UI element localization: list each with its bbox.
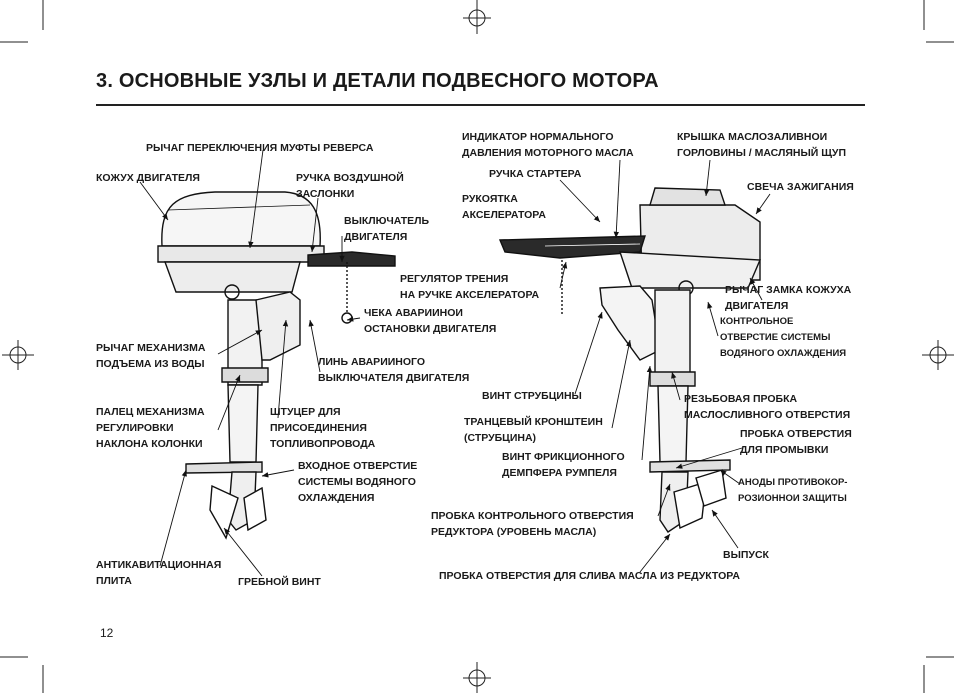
label-oil-drain-line1: РЕЗЬБОВАЯ ПРОБКА: [684, 393, 798, 405]
label-anticavitation-plate: АНТИКАВИТАЦИОННАЯ ПЛИТА: [96, 557, 221, 589]
label-starter: РУЧКА СТАРТЕРА: [489, 168, 582, 180]
label-friction-line1: РЕГУЛЯТОР ТРЕНИЯ: [400, 273, 509, 285]
label-gear-level: ПРОБКА КОНТРОЛЬНОГО ОТВЕРСТИЯ РЕДУКТОРА …: [431, 508, 634, 540]
label-flush-plug: ПРОБКА ОТВЕРСТИЯ ДЛЯ ПРОМЫВКИ: [740, 426, 852, 458]
label-tilt-pin-line3: НАКЛОНА КОЛОНКИ: [96, 438, 203, 450]
title-rule: [96, 104, 865, 106]
label-cowl: КОЖУХ ДВИГАТЕЛЯ: [96, 172, 200, 184]
label-plate-line1: АНТИКАВИТАЦИОННАЯ: [96, 559, 222, 571]
label-oil-indicator-line1: ИНДИКАТОР НОРМАЛЬНОГО: [462, 131, 614, 143]
label-tilt-pin-line1: ПАЛЕЦ МЕХАНИЗМА: [96, 406, 205, 418]
label-lanyard-line2: ВЫКЛЮЧАТЕЛЯ ДВИГАТЕЛЯ: [318, 372, 470, 384]
label-gear-level-line1: ПРОБКА КОНТРОЛЬНОГО ОТВЕРСТИЯ: [431, 510, 634, 522]
label-oil-cap-line2: ГОРЛОВИНЫ / МАСЛЯНЫЙ ЩУП: [677, 147, 847, 159]
right-motor-drawing: [498, 187, 762, 533]
label-exhaust: ВЫПУСК: [723, 549, 769, 561]
label-bracket-line2: (СТРУБЦИНА): [464, 432, 537, 444]
label-tilt-pin: ПАЛЕЦ МЕХАНИЗМА РЕГУЛИРОВКИ НАКЛОНА КОЛО…: [96, 404, 205, 452]
label-anodes: АНОДЫ ПРОТИВОКОР- РОЗИОННОИ ЗАЩИТЫ: [738, 475, 847, 507]
label-stop-switch-line2: ДВИГАТЕЛЯ: [344, 231, 408, 243]
label-choke-line1: РУЧКА ВОЗДУШНОЙ: [296, 172, 404, 184]
label-water-intake: ВХОДНОЕ ОТВЕРСТИЕ СИСТЕМЫ ВОДЯНОГО ОХЛАЖ…: [298, 458, 417, 506]
label-throttle: РУКОЯТКА АКСЕЛЕРАТОРА: [462, 191, 546, 223]
label-tiller-line1: ВИНТ ФРИКЦИОННОГО: [502, 451, 625, 463]
label-choke: РУЧКА ВОЗДУШНОЙ ЗАСЛОНКИ: [296, 170, 404, 202]
label-stop-clip: ЧЕКА АВАРИИНОИ ОСТАНОВКИ ДВИГАТЕЛЯ: [364, 305, 496, 337]
label-plate-line2: ПЛИТА: [96, 575, 132, 587]
label-stop-switch-line1: ВЫКЛЮЧАТЕЛЬ: [344, 215, 430, 227]
label-oil-indicator: ИНДИКАТОР НОРМАЛЬНОГО ДАВЛЕНИЯ МОТОРНОГО…: [462, 129, 634, 161]
page-title: 3. ОСНОВНЫЕ УЗЛЫ И ДЕТАЛИ ПОДВЕСНОГО МОТ…: [96, 70, 659, 92]
label-stop-switch: ВЫКЛЮЧАТЕЛЬ ДВИГАТЕЛЯ: [344, 213, 429, 245]
label-lanyard-line1: ЛИНЬ АВАРИИНОГО: [318, 356, 426, 368]
label-cowl-lock-line2: ДВИГАТЕЛЯ: [725, 300, 789, 312]
label-check-hole-line1: КОНТРОЛЬНОЕ: [720, 316, 794, 327]
label-anodes-line1: АНОДЫ ПРОТИВОКОР-: [738, 477, 848, 488]
label-transom-bracket: ТРАНЦЕВЫЙ КРОНШТЕИН (СТРУБЦИНА): [464, 414, 603, 446]
label-tilt-lever: РЫЧАГ МЕХАНИЗМА ПОДЪЕМА ИЗ ВОДЫ: [96, 340, 206, 372]
label-friction-line2: НА РУЧКЕ АКСЕЛЕРАТОРА: [400, 289, 540, 301]
label-fuel-connector-line2: ПРИСОЕДИНЕНИЯ: [270, 422, 367, 434]
label-friction: РЕГУЛЯТОР ТРЕНИЯ НА РУЧКЕ АКСЕЛЕРАТОРА: [400, 271, 539, 303]
label-water-intake-line3: ОХЛАЖДЕНИЯ: [298, 492, 375, 504]
label-check-hole-line2: ОТВЕРСТИЕ СИСТЕМЫ: [720, 332, 831, 343]
label-gear-level-line2: РЕДУКТОРА (УРОВЕНЬ МАСЛА): [431, 526, 597, 538]
label-fuel-connector-line3: ТОПЛИВОПРОВОДА: [270, 438, 376, 450]
label-throttle-line1: РУКОЯТКА: [462, 193, 518, 205]
label-cowl-lock-line1: РЫЧАГ ЗАМКА КОЖУХА: [725, 284, 852, 296]
label-fuel-connector: ШТУЦЕР ДЛЯ ПРИСОЕДИНЕНИЯ ТОПЛИВОПРОВОДА: [270, 404, 375, 452]
label-propeller: ГРЕБНОЙ ВИНТ: [238, 576, 321, 588]
label-tilt-lever-line1: РЫЧАГ МЕХАНИЗМА: [96, 342, 206, 354]
label-cowl-lock: РЫЧАГ ЗАМКА КОЖУХА ДВИГАТЕЛЯ: [725, 282, 851, 314]
label-spark-plug: СВЕЧА ЗАЖИГАНИЯ: [747, 181, 854, 193]
label-tiller-friction: ВИНТ ФРИКЦИОННОГО ДЕМПФЕРА РУМПЕЛЯ: [502, 449, 625, 481]
page-number: 12: [100, 626, 114, 640]
label-oil-drain: РЕЗЬБОВАЯ ПРОБКА МАСЛОСЛИВНОГО ОТВЕРСТИЯ: [684, 391, 850, 423]
label-oil-cap: КРЫШКА МАСЛОЗАЛИВНОИ ГОРЛОВИНЫ / МАСЛЯНЫ…: [677, 129, 846, 161]
label-check-hole-line3: ВОДЯНОГО ОХЛАЖДЕНИЯ: [720, 348, 847, 359]
label-bracket-line1: ТРАНЦЕВЫЙ КРОНШТЕИН: [464, 416, 603, 428]
label-stop-clip-line2: ОСТАНОВКИ ДВИГАТЕЛЯ: [364, 323, 497, 335]
label-reverse-lever: РЫЧАГ ПЕРЕКЛЮЧЕНИЯ МУФТЫ РЕВЕРСА: [146, 142, 374, 154]
label-lanyard: ЛИНЬ АВАРИИНОГО ВЫКЛЮЧАТЕЛЯ ДВИГАТЕЛЯ: [318, 354, 469, 386]
label-choke-line2: ЗАСЛОНКИ: [296, 188, 355, 200]
label-oil-cap-line1: КРЫШКА МАСЛОЗАЛИВНОИ: [677, 131, 828, 143]
label-water-intake-line2: СИСТЕМЫ ВОДЯНОГО: [298, 476, 416, 488]
label-flush-line1: ПРОБКА ОТВЕРСТИЯ: [740, 428, 852, 440]
label-throttle-line2: АКСЕЛЕРАТОРА: [462, 209, 546, 221]
label-water-intake-line1: ВХОДНОЕ ОТВЕРСТИЕ: [298, 460, 418, 472]
label-tiller-line2: ДЕМПФЕРА РУМПЕЛЯ: [502, 467, 617, 479]
label-check-hole: КОНТРОЛЬНОЕ ОТВЕРСТИЕ СИСТЕМЫ ВОДЯНОГО О…: [720, 314, 846, 362]
left-motor-drawing: [157, 191, 396, 540]
label-tilt-pin-line2: РЕГУЛИРОВКИ: [96, 422, 174, 434]
label-tilt-lever-line2: ПОДЪЕМА ИЗ ВОДЫ: [96, 358, 205, 370]
label-fuel-connector-line1: ШТУЦЕР ДЛЯ: [270, 406, 341, 418]
label-stop-clip-line1: ЧЕКА АВАРИИНОИ: [364, 307, 463, 319]
label-gear-drain: ПРОБКА ОТВЕРСТИЯ ДЛЯ СЛИВА МАСЛА ИЗ РЕДУ…: [439, 570, 740, 582]
label-oil-drain-line2: МАСЛОСЛИВНОГО ОТВЕРСТИЯ: [684, 409, 851, 421]
label-clamp-screw: ВИНТ СТРУБЦИНЫ: [482, 390, 582, 402]
label-oil-indicator-line2: ДАВЛЕНИЯ МОТОРНОГО МАСЛА: [462, 147, 634, 159]
label-anodes-line2: РОЗИОННОИ ЗАЩИТЫ: [738, 493, 847, 504]
label-flush-line2: ДЛЯ ПРОМЫВКИ: [740, 444, 829, 456]
